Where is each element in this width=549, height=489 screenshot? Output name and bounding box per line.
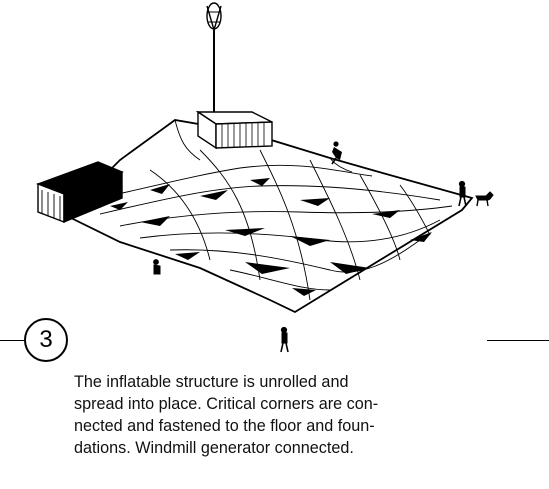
step-number-badge: 3 [24,318,68,362]
divider-right [487,340,549,341]
inflatable-membrane [65,120,472,312]
dog [476,192,493,206]
caption-line: The inflatable structure is unrolled and [74,371,544,393]
caption-line: nected and fastened to the floor and fou… [74,415,544,437]
windmill [207,3,221,118]
person-front [281,327,288,352]
step-number: 3 [39,326,52,354]
caption-line: dations. Windmill generator connected. [74,437,544,459]
caption-line: spread into place. Critical corners are … [74,393,544,415]
illustration [0,0,549,360]
person-kneeling [154,260,160,274]
container-rear [198,112,272,148]
divider-left [0,340,24,341]
caption-text: The inflatable structure is unrolled and… [74,371,544,459]
